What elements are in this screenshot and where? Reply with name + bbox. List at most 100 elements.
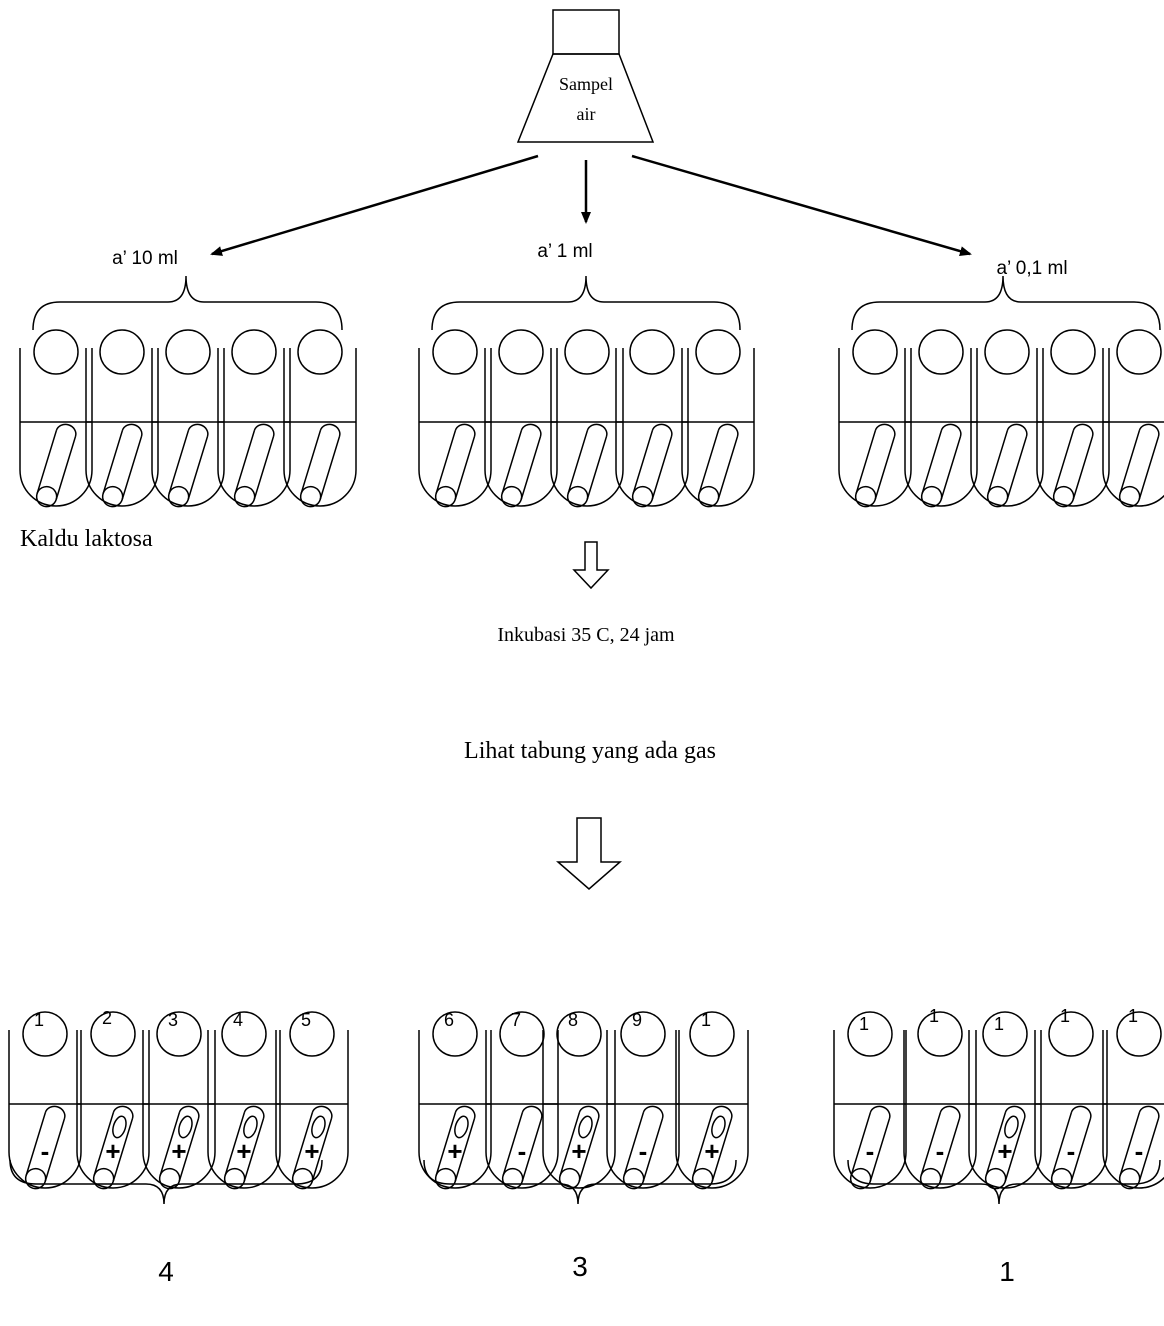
tube-top-g3-2 xyxy=(904,329,978,508)
tube-top-g3-3 xyxy=(970,329,1044,508)
durham-tube xyxy=(24,1105,66,1190)
durham-tube xyxy=(631,423,673,508)
durham-tube-top xyxy=(520,423,542,437)
durham-tube-walls xyxy=(1051,1112,1092,1182)
durham-tube xyxy=(566,423,608,508)
tube-body xyxy=(19,348,93,507)
gas-bubble xyxy=(454,1115,469,1139)
gas-bubble xyxy=(112,1115,127,1139)
tube-body xyxy=(484,348,558,507)
durham-tube xyxy=(986,423,1028,508)
durham-tube-top xyxy=(869,1105,891,1119)
durham-tube xyxy=(984,1105,1026,1190)
durham-tube-top xyxy=(178,1105,200,1119)
tube-number: 9 xyxy=(632,1010,642,1030)
durham-tube-top xyxy=(521,1105,543,1119)
tube-top-g2-2 xyxy=(484,329,558,508)
medium-label: Kaldu laktosa xyxy=(20,526,153,552)
tube-cap xyxy=(982,1011,1028,1057)
tube-cap xyxy=(695,329,741,375)
durham-tube xyxy=(1118,1105,1160,1190)
durham-tube-walls xyxy=(234,430,275,500)
gas-negative-sign: - xyxy=(936,1136,945,1166)
durham-tube xyxy=(849,1105,891,1190)
tube-cap xyxy=(1116,329,1162,375)
tube-body xyxy=(542,1030,616,1189)
gas-negative-sign: - xyxy=(639,1136,648,1166)
durham-tube-walls xyxy=(559,1112,600,1182)
hollow-arrow-down-1 xyxy=(572,541,610,590)
durham-tube-walls xyxy=(435,430,476,500)
durham-tube xyxy=(434,1105,476,1190)
tube-number: 1 xyxy=(1060,1006,1070,1026)
tube-result-g3-1 xyxy=(833,1011,907,1190)
durham-tube-top xyxy=(874,423,896,437)
durham-tube-mouth xyxy=(986,485,1009,508)
tube-top-g2-1 xyxy=(418,329,492,508)
tube-cap xyxy=(156,1011,202,1057)
tube-top-g1-3 xyxy=(151,329,225,508)
durham-tube xyxy=(158,1105,200,1190)
tube-cap xyxy=(90,1011,136,1057)
tube-body xyxy=(275,1030,349,1189)
durham-tube xyxy=(1050,1105,1092,1190)
durham-tube-top xyxy=(55,423,77,437)
gas-bubble xyxy=(243,1115,258,1139)
tube-body xyxy=(838,348,912,507)
tube-result-g1-3 xyxy=(142,1011,216,1190)
durham-tube-mouth xyxy=(1118,485,1141,508)
durham-tube xyxy=(500,423,542,508)
group-total-1: 4 xyxy=(158,1256,174,1287)
durham-tube xyxy=(854,423,896,508)
durham-tube-walls xyxy=(1119,430,1160,500)
durham-tube xyxy=(101,423,143,508)
durham-tube-top xyxy=(1006,423,1028,437)
gas-negative-sign: - xyxy=(1067,1136,1076,1166)
tube-body xyxy=(142,1030,216,1189)
gas-bubble xyxy=(311,1115,326,1139)
tube-cap xyxy=(221,1011,267,1057)
brace-bottom-group-3 xyxy=(847,1159,1161,1205)
tube-result-g2-5 xyxy=(675,1011,749,1190)
durham-tube-mouth xyxy=(233,485,256,508)
gas-positive-sign: + xyxy=(236,1136,251,1166)
tube-cap xyxy=(852,329,898,375)
tube-number: 3 xyxy=(168,1010,178,1030)
durham-tube-mouth xyxy=(92,1167,115,1190)
tube-cap xyxy=(1048,1011,1094,1057)
gas-positive-sign: + xyxy=(704,1136,719,1166)
durham-tube-walls xyxy=(300,430,341,500)
tube-result-g3-5 xyxy=(1102,1011,1164,1190)
tube-body xyxy=(1102,1030,1164,1189)
gas-positive-sign: + xyxy=(304,1136,319,1166)
arrow-to-10ml xyxy=(210,154,539,256)
durham-tube-mouth xyxy=(691,1167,714,1190)
durham-tube-mouth xyxy=(101,485,124,508)
durham-tube-mouth xyxy=(501,1167,524,1190)
tube-result-g2-4 xyxy=(606,1011,680,1190)
tube-body xyxy=(833,1030,907,1189)
durham-tube-top xyxy=(454,423,476,437)
tube-body xyxy=(1102,348,1164,507)
durham-tube xyxy=(558,1105,600,1190)
durham-tube-walls xyxy=(920,1112,961,1182)
durham-tube-top xyxy=(319,423,341,437)
brace-bottom-group-2 xyxy=(423,1159,737,1205)
brace-bottom-group-1 xyxy=(9,1159,323,1205)
durham-tube xyxy=(35,423,77,508)
volume-label-10ml: a’ 10 ml xyxy=(112,248,178,269)
tube-top-g2-4 xyxy=(615,329,689,508)
durham-tube-mouth xyxy=(849,1167,872,1190)
durham-tube-mouth xyxy=(1050,1167,1073,1190)
durham-tube-walls xyxy=(102,430,143,500)
durham-tube-walls xyxy=(921,430,962,500)
durham-tube-mouth xyxy=(631,485,654,508)
durham-tube-mouth xyxy=(24,1167,47,1190)
tube-result-g2-2 xyxy=(485,1011,559,1190)
gas-negative-sign: - xyxy=(518,1136,527,1166)
durham-tube-walls xyxy=(1053,430,1094,500)
durham-tube-walls xyxy=(501,430,542,500)
durham-tube xyxy=(1118,423,1160,508)
durham-tube-top xyxy=(586,423,608,437)
